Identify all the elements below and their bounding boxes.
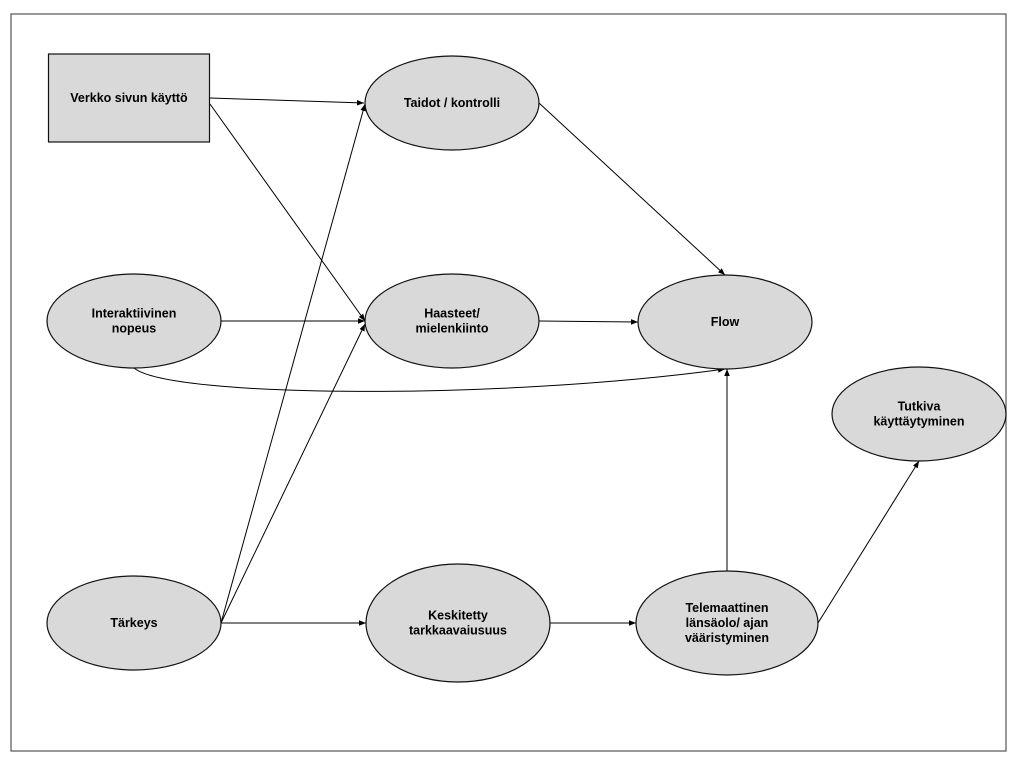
arrow-interaktiivinen-to-flow [133, 367, 726, 392]
arrow-taidot-to-flow [538, 102, 726, 276]
node-tutkiva-ellipse [831, 366, 1007, 462]
node-tarkeys-label-line-1: Tärkeys [110, 616, 157, 630]
node-telemaattinen-ellipse [635, 570, 819, 676]
node-keskitetty-label-line-2: tarkkaavaiusuus [409, 624, 507, 638]
node-tutkiva-label-line-2: käyttäytyminen [873, 415, 964, 429]
node-flow: Flow [637, 274, 813, 370]
node-keskitetty-label-line-1: Keskitetty [428, 609, 488, 623]
node-flow-label-line-1: Flow [711, 315, 740, 329]
node-haasteet-ellipse [364, 273, 540, 369]
arrow-verkko-to-haasteet [209, 103, 366, 322]
arrow-tarkeys-to-taidot [220, 103, 366, 624]
arrow-telemaattinen-to-tutkiva [817, 460, 920, 624]
arrow-verkko-to-taidot [209, 97, 365, 106]
node-tarkeys: Tärkeys [46, 575, 222, 671]
node-verkko-box [47, 53, 211, 143]
node-haasteet-label-line-2: mielenkiinto [416, 322, 489, 336]
edges-layer [133, 97, 920, 626]
node-tutkiva-label-line-1: Tutkiva [898, 400, 942, 414]
node-keskitetty-ellipse [365, 563, 551, 683]
node-telemaattinen-label-line-1: Telemaattinen [685, 601, 768, 615]
node-flow-ellipse [637, 274, 813, 370]
node-telemaattinen-label-line-3: vääristyminen [685, 631, 769, 645]
node-telemaattinen-label-line-2: länsäolo/ ajan [686, 616, 769, 630]
node-haasteet-label-line-1: Haasteet/ [424, 307, 480, 321]
arrow-tarkeys-to-haasteet [220, 323, 366, 624]
node-haasteet: Haasteet/mielenkiinto [364, 273, 540, 369]
node-verkko: Verkko sivun käyttö [47, 53, 211, 143]
node-interaktiivinen-label-line-2: nopeus [112, 322, 156, 336]
node-interaktiivinen-label-line-1: Interaktiivinen [92, 307, 177, 321]
node-tarkeys-ellipse [46, 575, 222, 671]
node-taidot-ellipse [364, 55, 540, 151]
arrow-haasteet-to-flow [538, 319, 639, 325]
node-interaktiivinen-ellipse [46, 273, 222, 369]
node-taidot: Taidot / kontrolli [364, 55, 540, 151]
nodes-layer: Verkko sivun käyttö Taidot / kontrolliInt… [46, 53, 1007, 683]
node-taidot-label-line-1: Taidot / kontrolli [404, 96, 500, 110]
node-verkko-label-line-1: Verkko sivun käyttö [70, 91, 188, 105]
